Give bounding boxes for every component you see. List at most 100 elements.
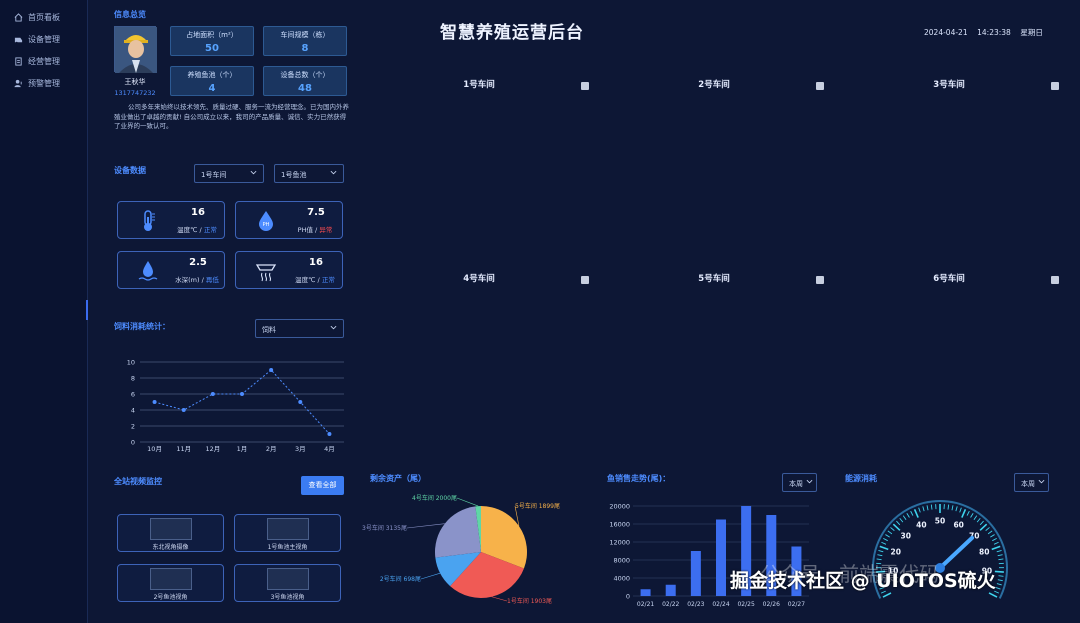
- stat-value: 8: [301, 43, 309, 54]
- expand-icon[interactable]: [581, 82, 589, 90]
- gauge-tick: [997, 579, 1003, 582]
- energy-section-title: 能源消耗: [845, 474, 877, 483]
- gauge-tick: [877, 579, 883, 582]
- select-value: 本周: [1021, 480, 1035, 488]
- gauge-tick: [947, 504, 950, 510]
- y-tick-label: 4: [131, 407, 135, 415]
- bar: [741, 506, 752, 596]
- camera-tile[interactable]: 1号鱼池主视角: [234, 514, 341, 552]
- energy-period-select[interactable]: 本周: [1014, 473, 1049, 492]
- workshop-title: 2号车间: [698, 80, 730, 90]
- nav-item-business[interactable]: 经营管理: [14, 56, 60, 67]
- gauge-tick: [879, 545, 889, 551]
- gauge-tick: [988, 592, 998, 598]
- home-icon: [14, 13, 23, 22]
- device-icon: [14, 37, 23, 44]
- gauge-tick: [979, 520, 984, 526]
- gauge-tick: [902, 515, 907, 520]
- gauge-tick-label: 40: [916, 520, 926, 529]
- nav-scroll-indicator: [86, 300, 88, 320]
- select-value: 饲料: [262, 326, 276, 334]
- camera-tile[interactable]: 3号鱼池视角: [234, 564, 341, 602]
- data-point: [327, 432, 332, 436]
- gauge-tick: [998, 558, 1004, 561]
- gauge-tick: [878, 550, 884, 553]
- gauge-tick: [991, 545, 1001, 551]
- x-tick-label: 2月: [266, 445, 277, 453]
- data-point: [269, 368, 274, 372]
- bar: [690, 551, 701, 596]
- pie-slice: [435, 506, 481, 558]
- gauge-tick: [887, 530, 893, 535]
- datetime: 2024-04-21 14:23:38 星期日: [924, 27, 1043, 38]
- gauge-tick-label: 90: [982, 566, 992, 575]
- side-nav: 首页看板 设备管理 经营管理 预警管理: [0, 0, 88, 623]
- nav-item-alerts[interactable]: 预警管理: [14, 78, 60, 89]
- camera-thumbnail: [267, 518, 309, 540]
- stock-section-title: 剩余资产（尾）: [370, 474, 426, 483]
- x-tick-label: 02/27: [788, 601, 805, 608]
- expand-icon[interactable]: [1051, 82, 1059, 90]
- sales-period-select[interactable]: 本周: [782, 473, 817, 492]
- view-all-button[interactable]: 查看全部: [301, 476, 344, 495]
- stat-ponds: 养殖鱼池（个） 4: [170, 66, 254, 96]
- workshop-select[interactable]: 1号车间: [194, 164, 264, 183]
- pie-slice: [450, 552, 524, 598]
- alert-icon: [14, 79, 22, 88]
- metric-caption: PH值 / 异常: [297, 226, 333, 234]
- bar: [716, 519, 726, 596]
- gauge-tick: [951, 505, 954, 511]
- nav-item-devices[interactable]: 设备管理: [14, 34, 60, 45]
- info-section-title: 信息总览: [114, 10, 146, 19]
- stat-value: 4: [208, 83, 216, 94]
- gauge-tick: [994, 570, 1004, 573]
- gauge-tick-label: 50: [935, 517, 945, 526]
- stat-devices: 设备总数（个） 48: [263, 66, 347, 96]
- gauge-tick: [899, 517, 904, 523]
- x-tick-label: 02/23: [687, 601, 704, 608]
- data-point: [298, 400, 303, 404]
- camera-tile[interactable]: 2号鱼池视角: [117, 564, 224, 602]
- nav-item-home[interactable]: 首页看板: [14, 12, 60, 23]
- gauge-tick: [979, 523, 988, 531]
- pond-select[interactable]: 1号鱼池: [274, 164, 344, 183]
- chevron-down-icon: [1038, 479, 1045, 484]
- nav-label: 设备管理: [28, 35, 60, 44]
- x-tick-label: 02/22: [662, 601, 679, 608]
- y-tick-label: 10: [127, 359, 135, 367]
- gauge-hub: [935, 563, 945, 573]
- gauge-tick: [881, 541, 887, 545]
- x-tick-label: 02/26: [763, 601, 780, 608]
- gauge-tick: [918, 507, 921, 513]
- expand-icon[interactable]: [581, 276, 589, 284]
- gauge-tick: [878, 583, 884, 586]
- select-value: 1号车间: [201, 171, 227, 179]
- gauge-tick: [890, 527, 895, 531]
- status-badge: 正常: [321, 276, 335, 284]
- x-tick-label: 02/24: [712, 601, 729, 608]
- bar: [791, 546, 802, 596]
- feed-select[interactable]: 饲料: [255, 319, 344, 338]
- status-badge: 再低: [205, 276, 219, 284]
- expand-icon[interactable]: [816, 276, 824, 284]
- workshop-title: 1号车间: [463, 80, 495, 90]
- gauge-tick: [883, 537, 888, 542]
- pie-label: 3号车间 3135尾: [362, 524, 407, 532]
- y-tick-label: 2: [131, 423, 135, 431]
- status-badge: 正常: [203, 226, 217, 234]
- expand-icon[interactable]: [1051, 276, 1059, 284]
- expand-icon[interactable]: [816, 82, 824, 90]
- camera-tile[interactable]: 东北视角摄像: [117, 514, 224, 552]
- weekday: 星期日: [1020, 28, 1043, 37]
- camera-label: 1号鱼池主视角: [267, 544, 308, 551]
- stat-area: 占地面积（m²） 50: [170, 26, 254, 56]
- gauge-tick: [959, 507, 962, 513]
- x-tick-label: 11月: [176, 445, 191, 453]
- nav-label: 首页看板: [28, 13, 60, 22]
- workshop-title: 4号车间: [463, 274, 495, 284]
- gauge-tick: [955, 506, 958, 512]
- metric-heater-temperature: 16 温度℃ / 正常: [235, 251, 343, 289]
- svg-text:PH: PH: [263, 222, 270, 228]
